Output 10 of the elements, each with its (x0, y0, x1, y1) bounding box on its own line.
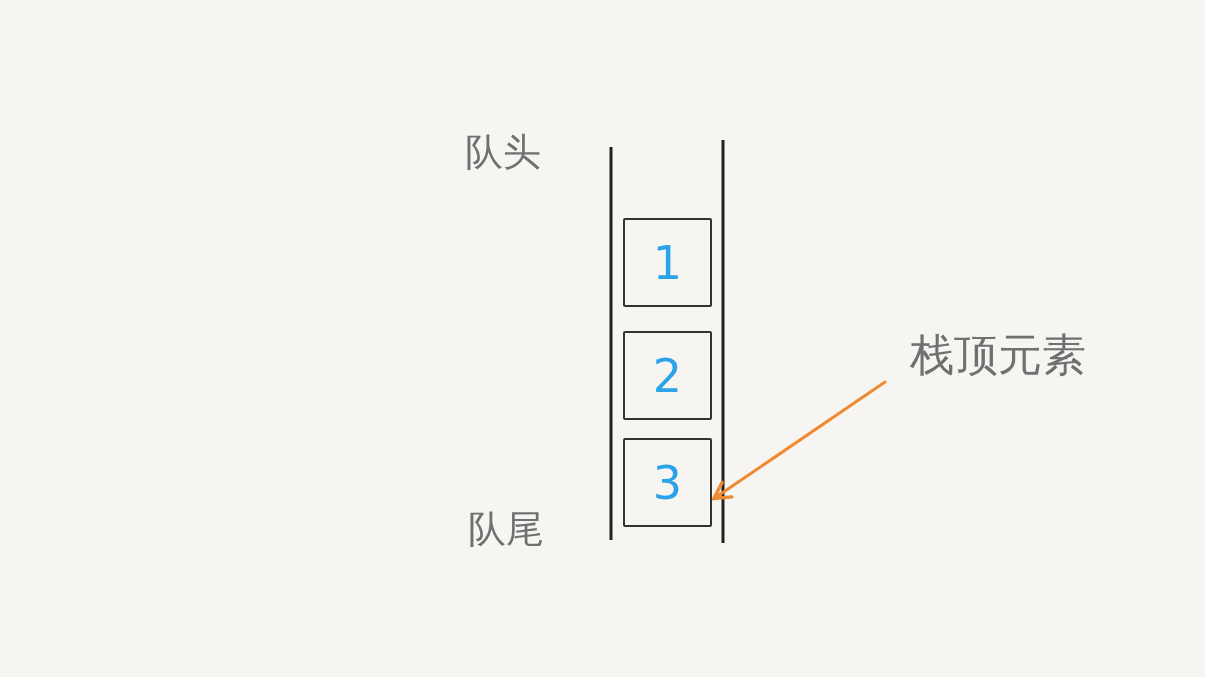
element-number: 1 (652, 235, 683, 290)
arrow (712, 380, 887, 501)
element-number: 2 (652, 348, 683, 403)
queue-element-box (623, 438, 712, 527)
queue-end-label: 队尾 (468, 510, 544, 548)
element-number: 3 (652, 455, 683, 510)
annotation-text: 栈顶元素 (910, 333, 1086, 377)
queue-element-box (623, 331, 712, 420)
queue-end-label: 队头 (465, 133, 541, 171)
queue-element-box (623, 218, 712, 307)
